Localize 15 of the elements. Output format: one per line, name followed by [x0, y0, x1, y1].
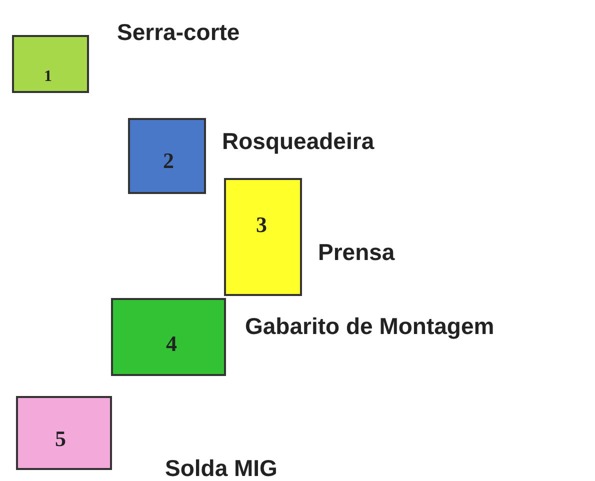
machine-box [224, 178, 302, 296]
machine-box [16, 396, 112, 470]
machine-name: Rosqueadeira [222, 129, 374, 154]
machine-number: 3 [256, 214, 267, 236]
machine-name: Solda MIG [165, 456, 278, 481]
machine-number: 1 [44, 69, 52, 85]
machine-name: Prensa [318, 240, 395, 266]
machine-box [12, 35, 89, 93]
machine-number: 5 [55, 428, 66, 450]
machine-number: 2 [163, 150, 174, 172]
machine-box [128, 118, 206, 194]
machine-box [111, 298, 226, 376]
machine-number: 4 [166, 333, 177, 355]
machine-name: Gabarito de Montagem [245, 314, 494, 340]
machine-name: Serra-corte [117, 20, 240, 46]
